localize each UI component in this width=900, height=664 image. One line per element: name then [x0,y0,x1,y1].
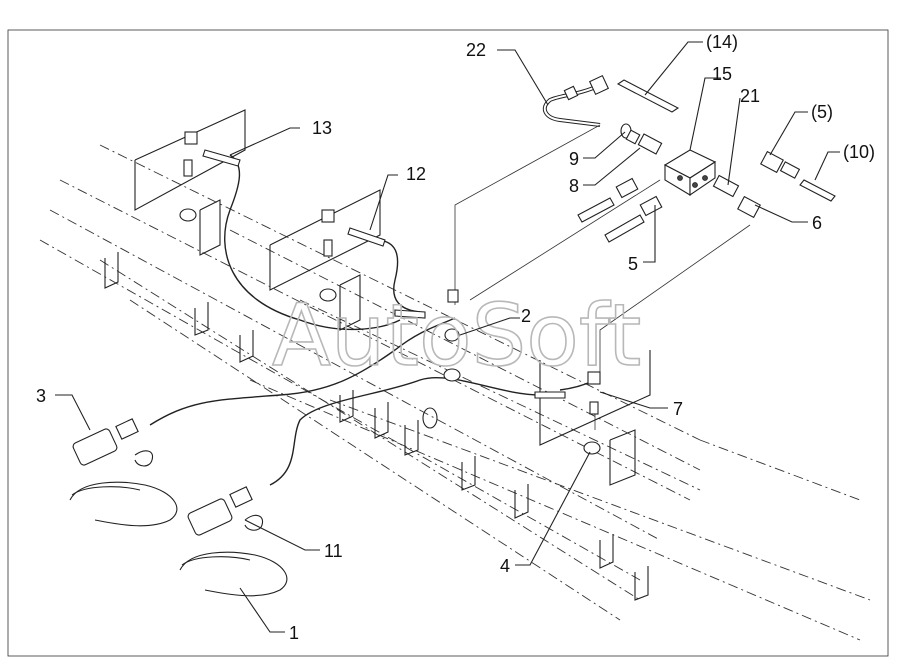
coupler-3 [69,418,178,527]
callout-6: 6 [812,213,822,233]
callout-21: 21 [740,86,760,106]
callout-leaders [55,41,840,633]
elbow-6 [737,195,761,219]
callout-labels: 22 (14) 15 21 (5) (10) 6 9 8 5 13 12 2 3… [36,32,875,643]
callout-13: 13 [312,118,332,138]
callout-15: 15 [712,64,732,84]
fittings-8-9 [620,123,663,155]
watermark: AutoSoft [272,286,641,386]
coupler-11 [179,486,288,597]
callout-12: 12 [406,164,426,184]
pin-10 [799,179,836,202]
chassis-frame [39,109,871,641]
callout-5p: (5) [811,102,833,122]
valve-block-15 [663,149,717,197]
callout-22: 22 [466,40,486,60]
fitting-21 [712,174,740,198]
callout-4: 4 [500,556,510,576]
hose-lines [149,83,751,486]
callout-5: 5 [628,254,638,274]
callout-3: 3 [36,386,46,406]
callout-10p: (10) [843,142,875,162]
callout-7: 7 [673,399,683,419]
fitting-5-spare [760,150,801,179]
pipe-14 [616,79,680,113]
callout-2: 2 [521,306,531,326]
callout-11: 11 [324,541,343,561]
callout-8: 8 [569,176,579,196]
elbow-fitting [563,74,610,101]
callout-1: 1 [289,623,299,643]
callout-9: 9 [569,149,579,169]
callout-14p: (14) [706,32,738,52]
fittings-5 [577,177,663,243]
frame-border [7,29,889,657]
frame-fittings [179,131,601,455]
